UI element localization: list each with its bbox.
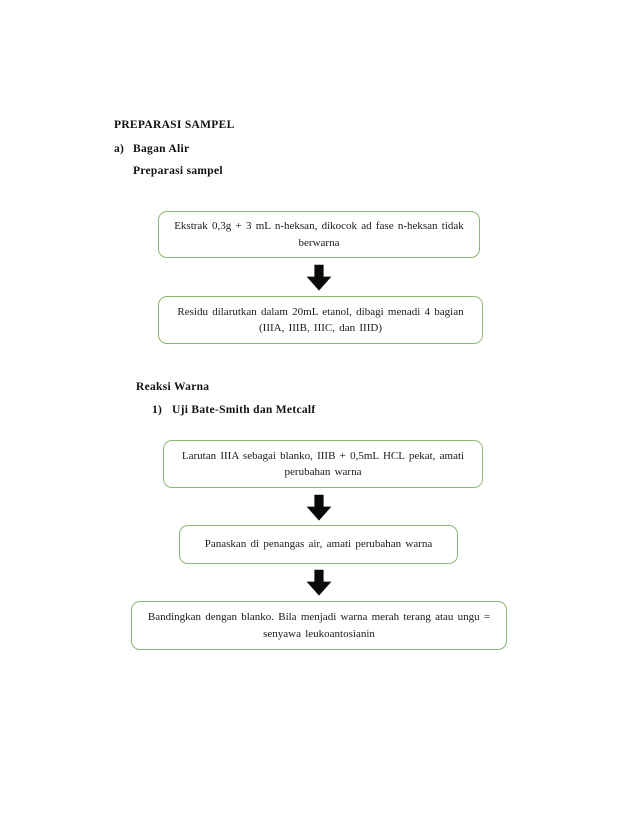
list-marker-1: 1)	[152, 404, 163, 416]
page-title: PREPARASI SAMPEL	[114, 119, 235, 131]
flow-step-text: Ekstrak 0,3g + 3 mL n-heksan, dikocok ad…	[174, 220, 464, 249]
arrow-down-icon	[304, 569, 334, 597]
flow-step-panaskan: Panaskan di penangas air, amati perubaha…	[179, 525, 458, 564]
flow-step-bandingkan: Bandingkan dengan blanko. Bila menjadi w…	[131, 601, 507, 650]
subheading-uji-bate-smith-dan-metcalf: Uji Bate-Smith dan Metcalf	[172, 404, 316, 416]
list-marker-a: a)	[114, 143, 125, 155]
flow-step-text: Residu dilarutkan dalam 20mL etanol, dib…	[177, 305, 464, 334]
flow-step-residu: Residu dilarutkan dalam 20mL etanol, dib…	[158, 296, 483, 344]
arrow-down-icon	[304, 264, 334, 292]
section-heading-reaksi-warna: Reaksi Warna	[136, 381, 210, 393]
flow-step-ekstrak: Ekstrak 0,3g + 3 mL n-heksan, dikocok ad…	[158, 211, 480, 258]
arrow-down-icon	[304, 494, 334, 522]
flow-step-text: Panaskan di penangas air, amati perubaha…	[204, 538, 433, 551]
section-heading-bagan-alir: Bagan Alir	[133, 143, 190, 155]
subheading-preparasi-sampel: Preparasi sampel	[133, 165, 223, 177]
flow-step-text: Larutan IIIA sebagai blanko, IIIB + 0,5m…	[181, 449, 465, 478]
flow-step-text: Bandingkan dengan blanko. Bila menjadi w…	[147, 611, 491, 640]
flow-step-larutan: Larutan IIIA sebagai blanko, IIIB + 0,5m…	[163, 440, 483, 488]
